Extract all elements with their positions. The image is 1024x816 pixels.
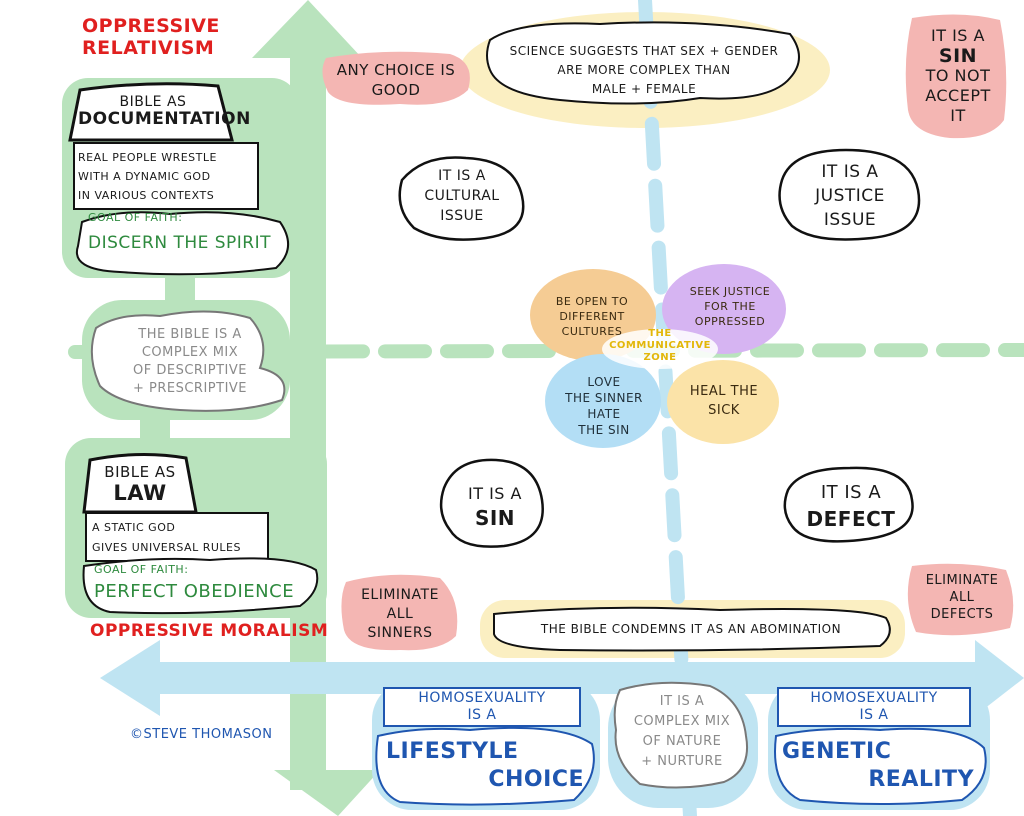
sin-not-accept-text: IT IS A SIN TO NOT ACCEPT IT <box>925 26 991 125</box>
credit-text: ©STEVE THOMASON <box>130 727 273 742</box>
eliminate-sinners-text: ELIMINATE ALL SINNERS <box>361 587 439 641</box>
green-axis-arrowhead-bottom <box>274 770 380 816</box>
documentation-desc-box <box>73 142 259 210</box>
lifestyle-label-bottom: LIFESTYLE CHOICE <box>386 739 584 792</box>
blue-axis-arrowhead-left <box>100 640 160 716</box>
petal-tr-text: SEEK JUSTICE FOR THE OPPRESSED <box>689 285 771 328</box>
middle-left-text: THE BIBLE IS A COMPLEX MIX OF DESCRIPTIV… <box>132 327 248 396</box>
sin-not-accept-red-blob <box>905 14 1007 139</box>
documentation-book-shape <box>68 82 234 142</box>
lifestyle-label-box <box>383 687 581 727</box>
green-axis-arrowhead-top <box>252 0 362 58</box>
sin-text: IT IS A SIN <box>468 484 522 530</box>
documentation-description: REAL PEOPLE WRESTLE WITH A DYNAMIC GOD I… <box>78 151 217 202</box>
law-desc-box <box>85 512 269 562</box>
law-description: A STATIC GOD GIVES UNIVERSAL RULES <box>92 521 241 554</box>
petal-bl-text: LOVE THE SINNER HATE THE SIN <box>565 375 643 437</box>
justice-cloud <box>778 148 921 241</box>
genetic-label-box <box>777 687 971 727</box>
eliminate-defects-red-blob <box>907 563 1014 636</box>
lifestyle-label-top: HOMOSEXUALITY IS A <box>418 690 546 723</box>
condemns-cloud <box>493 606 891 652</box>
left-connector-1 <box>165 272 195 304</box>
genetic-cloud <box>774 727 987 805</box>
cultural-issue-text: IT IS A CULTURAL ISSUE <box>424 168 500 224</box>
justice-issue-text: IT IS A JUSTICE ISSUE <box>815 162 885 230</box>
any-choice-red-blob <box>322 51 470 105</box>
law-goal: PERFECT OBEDIENCE <box>94 581 295 602</box>
nature-text: IT IS A COMPLEX MIX OF NATURE + NURTURE <box>633 694 731 769</box>
communicative-zone-label: THE COMMUNICATIVE ZONE <box>609 328 711 363</box>
science-cloud <box>486 21 800 105</box>
petal-top-right <box>662 264 786 354</box>
documentation-goal-cloud <box>75 211 289 276</box>
petal-bottom-right <box>667 360 779 444</box>
law-goal-cloud <box>82 557 319 615</box>
petal-bottom-left <box>545 354 661 448</box>
any-choice-text: ANY CHOICE IS GOOD <box>336 61 456 99</box>
genetic-label-top: HOMOSEXUALITY IS A <box>810 690 938 723</box>
middle-left-cloud <box>90 310 286 412</box>
genetic-label-bottom: GENETIC REALITY <box>782 739 974 792</box>
communicative-zone-glow <box>602 329 718 369</box>
oppressive-relativism-title: OPPRESSIVE RELATIVISM <box>82 15 220 59</box>
lifestyle-cloud <box>375 726 595 806</box>
eliminate-defects-text: ELIMINATE ALL DEFECTS <box>925 573 999 622</box>
petal-tl-text: BE OPEN TO DIFFERENT CULTURES <box>555 295 629 338</box>
blue-axis-arrowhead-right <box>975 640 1024 716</box>
law-book-label: BIBLE AS LAW <box>104 463 176 506</box>
oppressive-moralism-title: OPPRESSIVE MORALISM <box>90 621 329 641</box>
condemns-text: THE BIBLE CONDEMNS IT AS AN ABOMINATION <box>540 622 842 636</box>
sin-cloud <box>439 458 544 548</box>
defect-text: IT IS A DEFECT <box>806 482 896 531</box>
eliminate-sinners-red-blob <box>341 574 458 651</box>
law-book-shape <box>82 452 198 514</box>
science-text: SCIENCE SUGGESTS THAT SEX + GENDER ARE M… <box>509 44 779 96</box>
law-goal-label: GOAL OF FAITH: <box>94 563 189 576</box>
documentation-goal-label: GOAL OF FAITH: <box>88 211 183 224</box>
cultural-cloud <box>398 156 525 241</box>
petal-br-text: HEAL THE SICK <box>689 384 759 418</box>
left-connector-2 <box>140 414 170 442</box>
documentation-goal: DISCERN THE SPIRIT <box>88 233 272 253</box>
documentation-book-label: BIBLE AS DOCUMENTATION <box>78 94 251 130</box>
nature-cloud <box>613 681 748 789</box>
defect-cloud <box>783 466 914 543</box>
